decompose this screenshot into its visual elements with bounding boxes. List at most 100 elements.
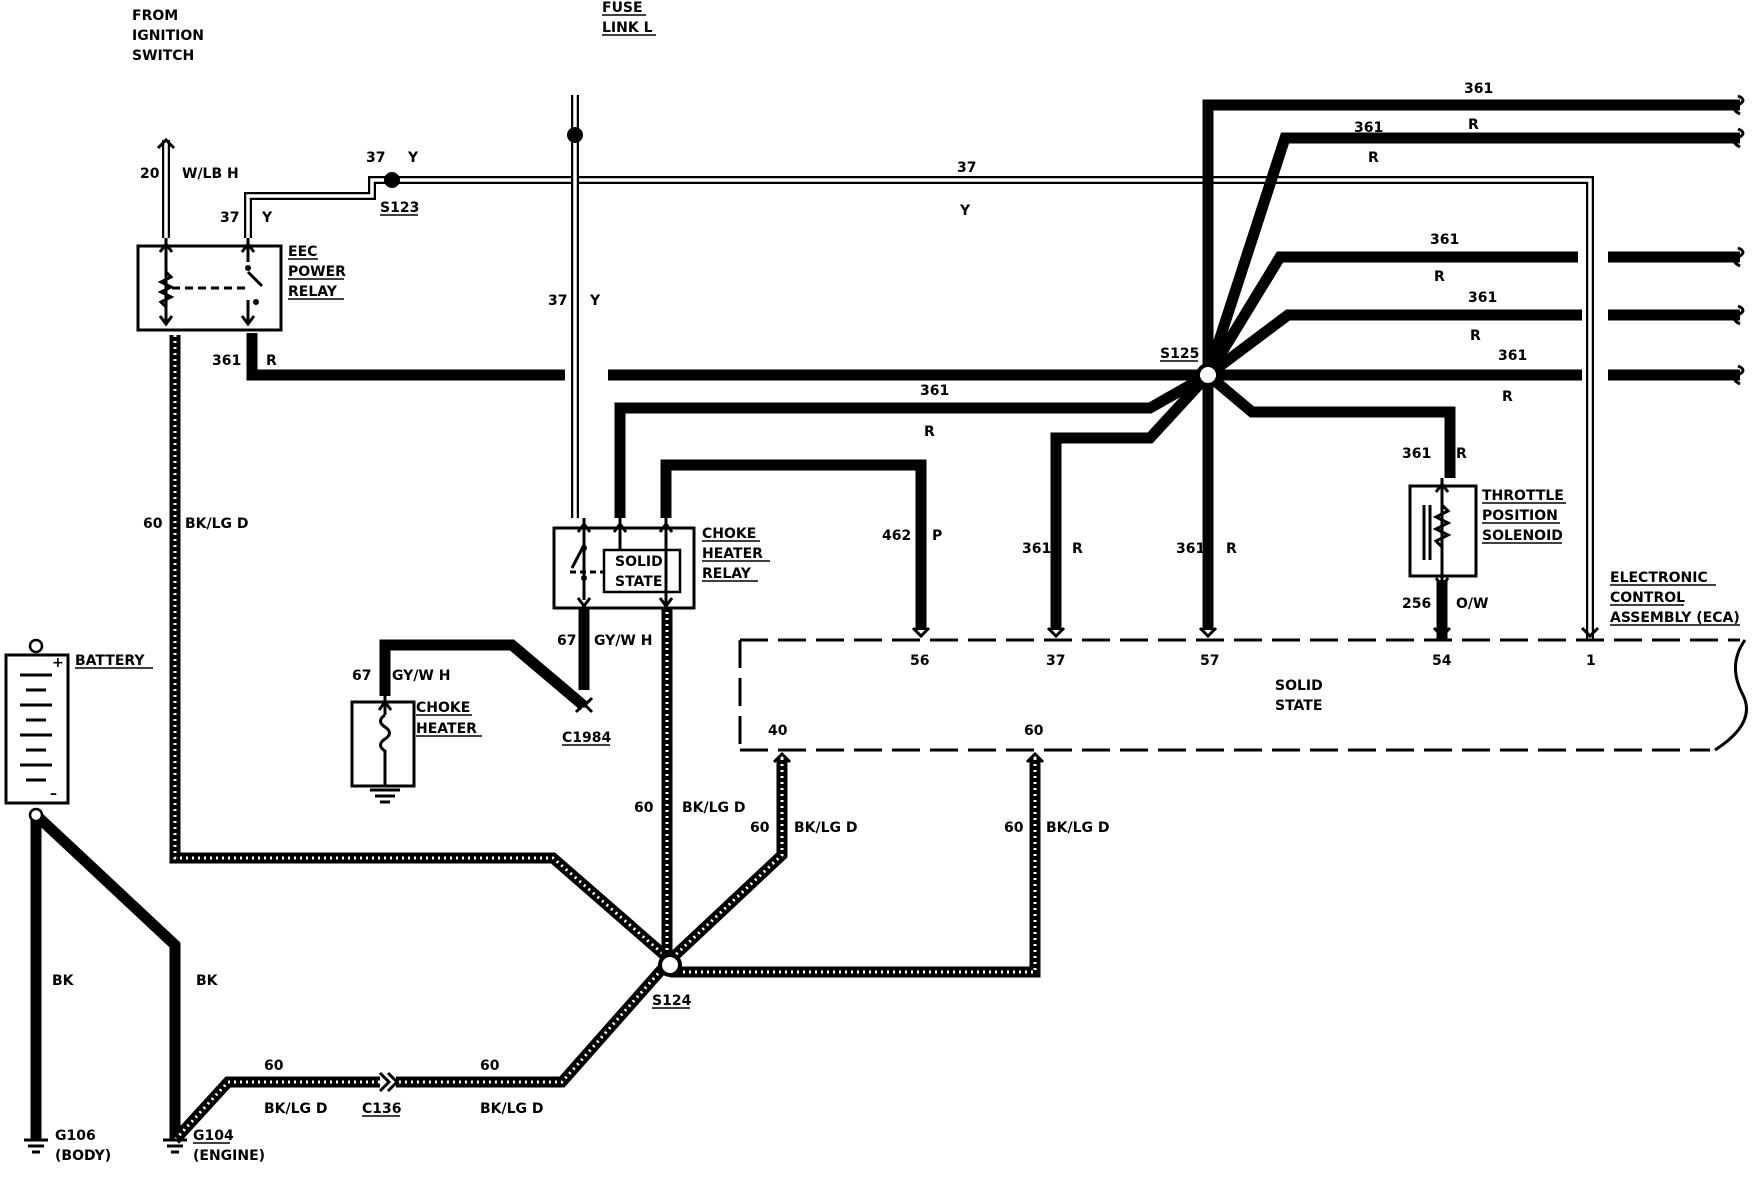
wire-label-67-heater: 67	[352, 668, 371, 684]
wire-label-gywh-heater: GY/W H	[392, 668, 450, 684]
svg-text:+: +	[52, 655, 64, 671]
label-relay-state: STATE	[615, 574, 662, 590]
wire-label-gywh-relay: GY/W H	[594, 633, 652, 649]
wire-label-361-i: 361	[1402, 446, 1431, 462]
label-s124: S124	[652, 993, 692, 1009]
label-fuse-link-2: LINK L	[602, 20, 653, 36]
wire-label-60-bottom-right: 60	[480, 1058, 500, 1074]
eca-pin-56: 56	[910, 653, 929, 669]
wire-label-37-s123: 37	[366, 150, 385, 166]
wire-label-361-a: 361	[1464, 81, 1493, 97]
label-eec-relay-2: POWER	[288, 264, 346, 280]
wire-label-20: 20	[140, 166, 160, 182]
wire-label-37-top: 37	[957, 160, 976, 176]
wire-label-bklgd-bottom-right: BK/LG D	[480, 1101, 544, 1117]
grounds	[24, 1138, 187, 1154]
label-g106-2: (BODY)	[55, 1148, 111, 1164]
wire-label-wlbh: W/LB H	[182, 166, 239, 182]
wire-label-r-a: R	[1468, 117, 1479, 133]
label-throttle-2: POSITION	[1482, 508, 1558, 524]
eca-pin-1: 1	[1586, 653, 1596, 669]
label-choke-relay-3: RELAY	[702, 566, 752, 582]
label-c136: C136	[362, 1101, 402, 1117]
label-from-ignition-3: SWITCH	[132, 48, 194, 64]
splice-s124	[658, 953, 682, 977]
eca-pin-60: 60	[1024, 723, 1044, 739]
label-eca-solid: SOLID	[1275, 678, 1323, 694]
label-throttle-1: THROTTLE	[1482, 488, 1564, 504]
throttle-position-solenoid	[1408, 478, 1478, 589]
wire-label-361-d: 361	[1468, 290, 1497, 306]
label-c1984: C1984	[562, 730, 611, 746]
wire-label-462: 462	[882, 528, 911, 544]
wire-label-r-c: R	[1434, 269, 1445, 285]
label-eec-relay-1: EEC	[288, 244, 317, 260]
wire-labels: 20 W/LB H 37 Y 37 Y 37 Y 37 Y 361 R 361 …	[52, 81, 1527, 1117]
circuit-37-yellow	[162, 95, 1594, 640]
wire-label-bklgd-relay: BK/LG D	[682, 800, 746, 816]
wire-label-bk-right: BK	[196, 973, 219, 989]
label-g104-2: (ENGINE)	[193, 1148, 265, 1164]
wire-label-bklgd-pin60: BK/LG D	[1046, 820, 1110, 836]
label-from-ignition-1: FROM	[132, 8, 178, 24]
component-labels: FROM IGNITION SWITCH FUSE LINK L EEC POW…	[55, 0, 1740, 1164]
choke-heater-relay	[552, 518, 696, 610]
splice-s123	[384, 172, 400, 188]
wire-label-bklgd-left: BK/LG D	[185, 516, 249, 532]
label-choke-relay-1: CHOKE	[702, 526, 756, 542]
wire-label-60-relay: 60	[634, 800, 654, 816]
wire-label-361-b: 361	[1354, 120, 1383, 136]
wire-label-r-b: R	[1368, 150, 1379, 166]
wire-label-y-relay: Y	[261, 210, 273, 226]
label-g106-1: G106	[55, 1128, 96, 1144]
wire-label-37-vertical: 37	[548, 293, 567, 309]
eca-outline	[738, 638, 1748, 752]
circuit-black-battery	[30, 810, 181, 1140]
splice-fuse-link	[567, 127, 583, 143]
wire-label-361-h: 361	[1176, 541, 1205, 557]
eca-pin-40: 40	[768, 723, 788, 739]
connector-c1984	[574, 696, 594, 714]
label-eca-state: STATE	[1275, 698, 1322, 714]
circuit-361-red	[246, 99, 1740, 630]
wire-label-bklgd-bottom-left: BK/LG D	[264, 1101, 328, 1117]
battery: + –	[4, 638, 70, 823]
wire-label-361-relay: 361	[212, 353, 241, 369]
label-eca-1: ELECTRONIC	[1610, 570, 1708, 586]
circuit-462-pink	[660, 459, 927, 630]
eec-power-relay	[136, 238, 283, 332]
circuit-67-gray-white	[379, 606, 590, 711]
wire-label-y-top: Y	[959, 203, 971, 219]
wire-label-bklgd-pin40: BK/LG D	[794, 820, 858, 836]
wire-label-r-relay: R	[266, 353, 277, 369]
wire-label-361-f: 361	[920, 383, 949, 399]
wire-label-361-g: 361	[1022, 541, 1051, 557]
wire-label-67-relay: 67	[557, 633, 576, 649]
eca-pin-57: 57	[1200, 653, 1219, 669]
choke-heater	[350, 696, 416, 804]
wire-label-r-f: R	[924, 424, 935, 440]
connector-c136	[378, 1071, 400, 1093]
label-fuse-link-1: FUSE	[602, 0, 643, 16]
wire-label-r-e: R	[1502, 389, 1513, 405]
label-from-ignition-2: IGNITION	[132, 28, 204, 44]
wire-end-marks	[1733, 94, 1745, 386]
label-relay-solid: SOLID	[615, 554, 663, 570]
label-s123: S123	[380, 200, 419, 216]
label-choke-heater-1: CHOKE	[416, 700, 470, 716]
ground-g106-icon	[24, 1138, 48, 1154]
wire-label-y-s123: Y	[407, 150, 419, 166]
eca-pin-37: 37	[1046, 653, 1065, 669]
wire-label-r-g: R	[1072, 541, 1083, 557]
wire-label-37-relay: 37	[220, 210, 239, 226]
wire-label-bk-left: BK	[52, 973, 75, 989]
wire-label-ow: O/W	[1456, 596, 1488, 612]
wire-label-361-c: 361	[1430, 232, 1459, 248]
label-choke-relay-2: HEATER	[702, 546, 763, 562]
wire-label-r-h: R	[1226, 541, 1237, 557]
eca-pin-terminals	[156, 137, 1600, 764]
label-eca-3: ASSEMBLY (ECA)	[1610, 610, 1740, 626]
wire-label-60-pin60: 60	[1004, 820, 1024, 836]
label-choke-heater-2: HEATER	[416, 721, 477, 737]
